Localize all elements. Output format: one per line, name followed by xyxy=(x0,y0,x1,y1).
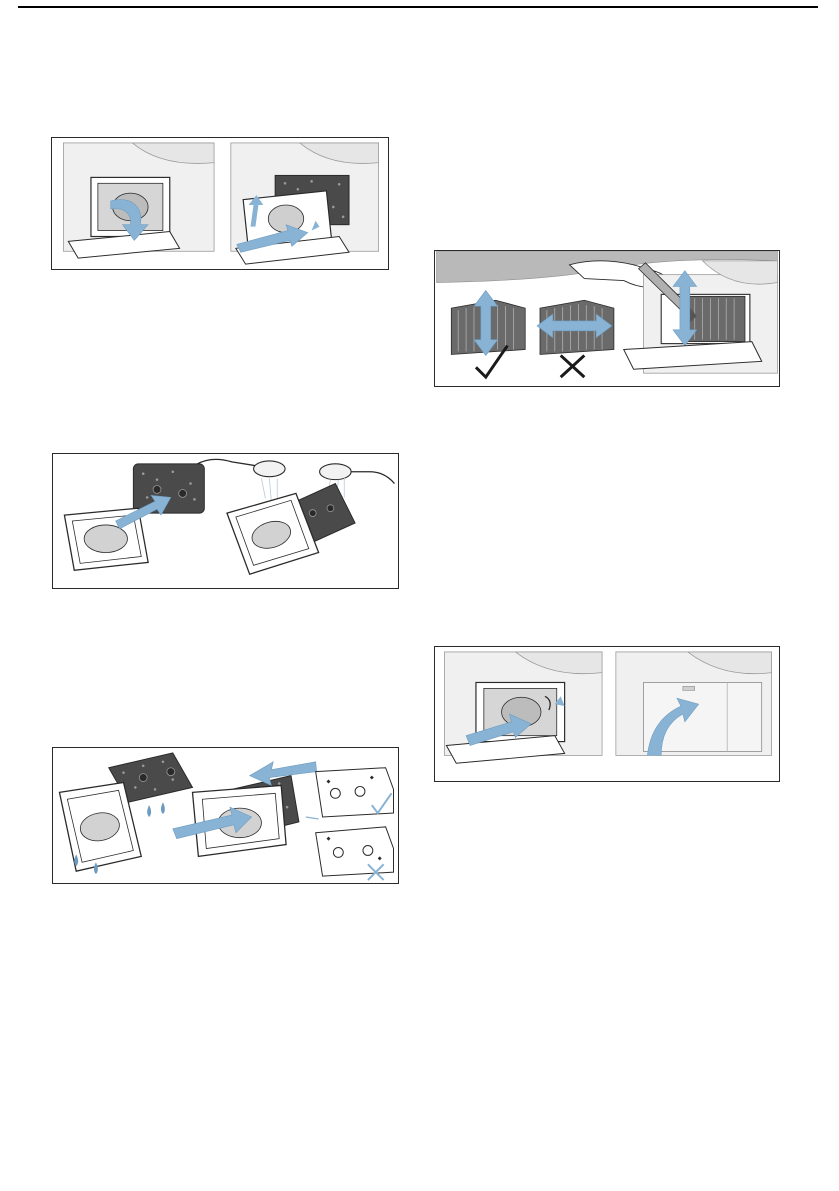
illustration-clean-with-brush-svg xyxy=(435,251,779,386)
illustration-reinsert-filter-svg xyxy=(53,748,398,883)
header-rule xyxy=(18,6,818,8)
illustration-reinsert-filter-orientation xyxy=(52,747,399,884)
illustration-insert-filter-close-flap xyxy=(434,646,780,782)
illustration-insert-filter-close-flap-svg xyxy=(435,647,779,781)
illustration-open-flap-remove-filter xyxy=(51,137,389,270)
illustration-open-flap-svg xyxy=(52,138,388,269)
illustration-rinse-filter-svg xyxy=(53,454,398,588)
illustration-rinse-filter xyxy=(52,453,399,589)
illustration-clean-with-brush xyxy=(434,250,780,387)
